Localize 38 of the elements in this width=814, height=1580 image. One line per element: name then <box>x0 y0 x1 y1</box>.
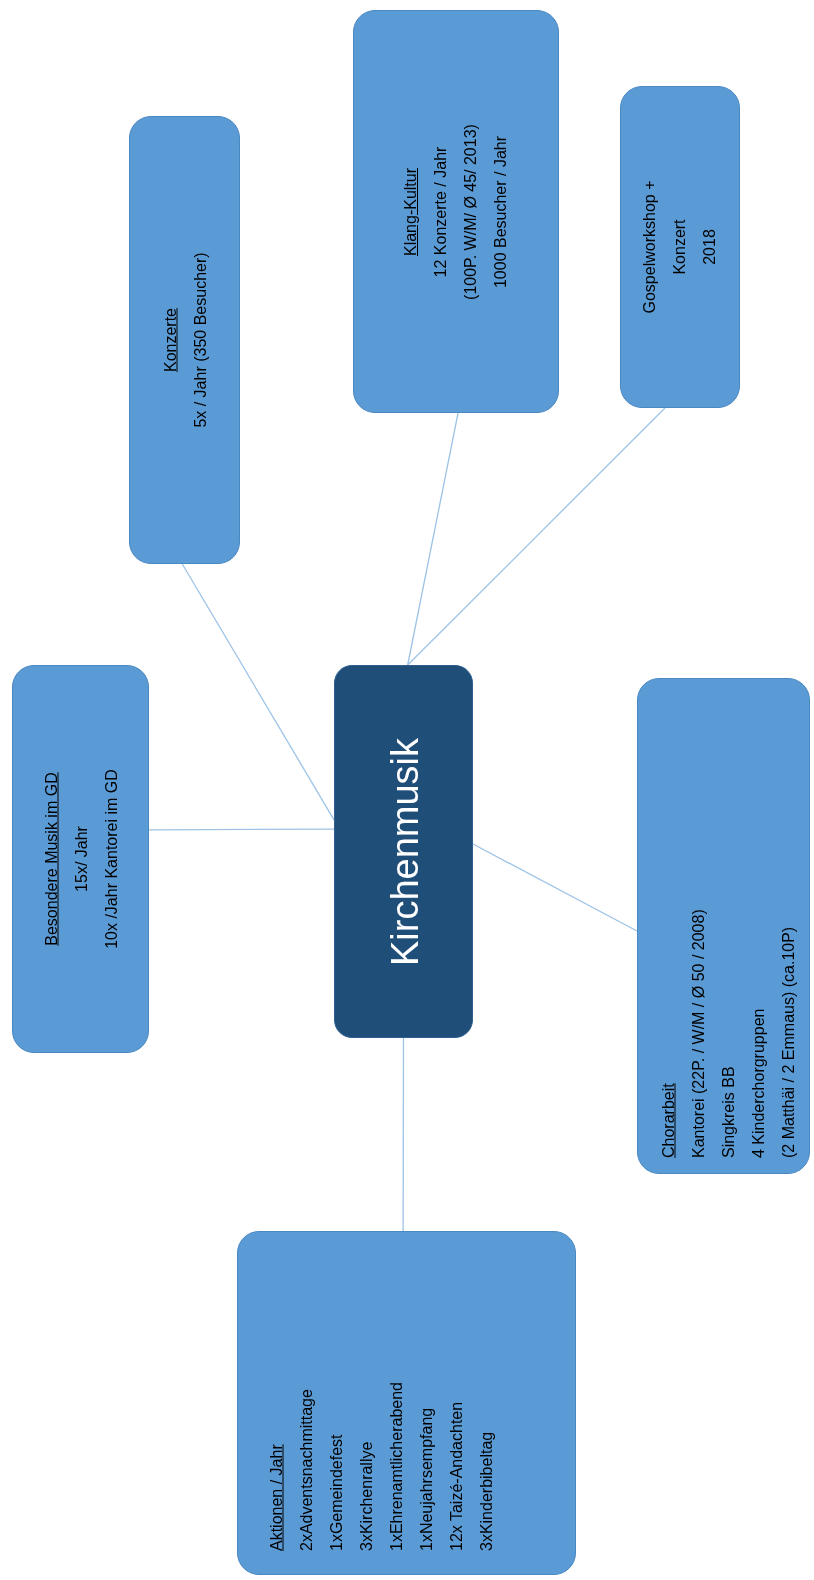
topic-box <box>237 1231 576 1575</box>
topic-text: (2 Matthäi / 2 Emmaus) (ca.10P) <box>778 926 798 1158</box>
connector-line <box>407 407 666 666</box>
topic-box <box>12 665 149 1053</box>
topic-text: Gospelworkshop + Konzert <box>640 179 689 316</box>
topic-text: 12x Taizé-Andachten <box>446 1401 465 1551</box>
connector-line <box>472 843 638 932</box>
connector-line <box>148 828 335 831</box>
topic-text: 3xKirchenrallye <box>356 1441 376 1551</box>
topic-text: 1xGemeindefest <box>326 1434 345 1551</box>
title-text: Kirchenmusik <box>381 737 426 966</box>
topic-text: 3xKinderbibeltag <box>476 1431 496 1551</box>
topic-text: 5x / Jahr (350 Besucher) <box>189 252 210 428</box>
connector-line <box>402 1037 405 1232</box>
connector-line <box>407 412 459 666</box>
topic-text: Singkreis BB <box>718 1066 738 1158</box>
topic-text: 12 Konzerte / Jahr <box>431 146 450 277</box>
title-box <box>334 665 473 1038</box>
topic-box <box>129 116 240 564</box>
topic-heading: Konzerte <box>159 308 179 373</box>
topic-box <box>620 86 740 408</box>
topic-heading: Klang-Kultur <box>401 167 420 256</box>
topic-box <box>353 10 559 413</box>
topic-text: 10x /Jahr Kantorei im GD <box>100 769 120 949</box>
topic-text: 1xEhrenamtlicherabend <box>386 1382 405 1551</box>
topic-text: 1000 Besucher / Jahr <box>491 135 510 288</box>
topic-text: 2xAdventsnachmittage <box>296 1389 316 1551</box>
topic-heading: Besondere Musik im GD <box>40 772 60 946</box>
topic-text: 2018 <box>700 229 719 265</box>
topic-text: 4 Kinderchorgruppen <box>748 1008 768 1158</box>
topic-heading: Chorarbeit <box>658 1083 677 1158</box>
connector-line <box>181 563 335 821</box>
topic-heading: Aktionen / Jahr <box>266 1444 285 1551</box>
topic-text: 1xNeujahrsempfang <box>416 1407 436 1551</box>
topic-text: Kantorei (22P. / W/M / Ø 50 / 2008) <box>688 909 708 1158</box>
topic-text: 15x/ Jahr <box>70 826 90 892</box>
topic-text: (100P. W/M/ Ø 45/ 2013) <box>461 123 480 300</box>
topic-box <box>637 678 810 1174</box>
